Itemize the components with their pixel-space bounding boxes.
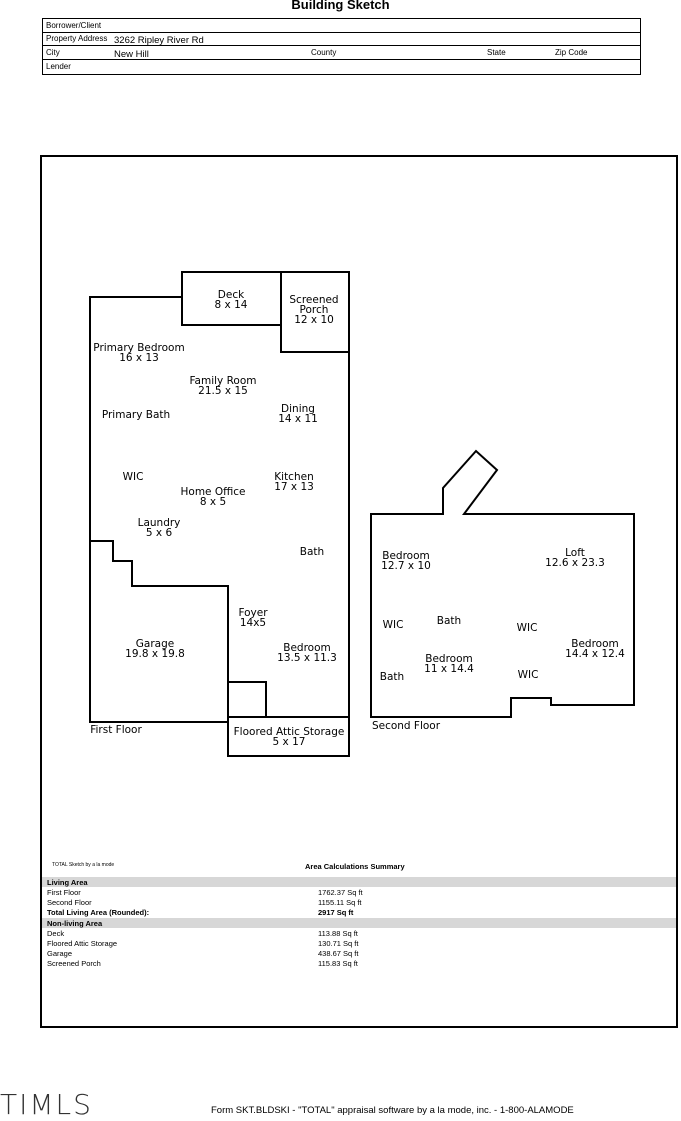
- room-label-primary-bedroom: 16 x 13: [119, 352, 159, 364]
- room-label-first: First Floor: [90, 724, 142, 736]
- city-value: New Hill: [114, 49, 149, 60]
- row-value: 2917 Sq ft: [318, 908, 354, 917]
- room-label-second: Second Floor: [371, 720, 441, 732]
- room-label-deck: 8 x 14: [214, 299, 248, 311]
- room-label-loft: 12.6 x 23.3: [545, 557, 605, 569]
- room-label-bedroom-s2: 11 x 14.4: [424, 663, 474, 675]
- room-label-primary-bedroom: Primary Bedroom: [93, 342, 185, 354]
- room-label-laundry: 5 x 6: [145, 527, 173, 539]
- property-header-box: Borrower/Client Property Address 3262 Ri…: [42, 18, 641, 75]
- lender-label: Lender: [46, 62, 71, 71]
- attic-outline: [227, 681, 350, 757]
- room-label-bedroom-s3: Bedroom: [571, 638, 619, 650]
- county-label: County: [311, 48, 337, 57]
- room-label-dining: 14 x 11: [278, 413, 318, 425]
- summary-row: Deck 113.88 Sq ft: [42, 928, 676, 938]
- room-label-garage: Garage: [135, 638, 175, 650]
- page-title: Building Sketch: [291, 0, 390, 12]
- second-floor-outline: [370, 449, 635, 718]
- room-label-screened-porch: Porch: [299, 304, 329, 316]
- address-label: Property Address: [46, 34, 108, 43]
- room-label-garage: 19.8 x 19.8: [125, 648, 185, 660]
- sketch-credit: TOTAL Sketch by a la mode: [52, 862, 115, 868]
- room-label-attic: Floored Attic Storage: [233, 726, 345, 738]
- row-name: Floored Attic Storage: [47, 939, 118, 948]
- room-label-bedroom-s1: Bedroom: [382, 550, 430, 562]
- room-label-home-office: Home Office: [180, 486, 246, 498]
- garage-wall: [90, 540, 229, 682]
- room-label-wic-s1: WIC: [382, 619, 404, 631]
- room-label-family-room: Family Room: [189, 375, 257, 387]
- city-label: City: [46, 48, 60, 57]
- room-label-laundry: Laundry: [137, 517, 181, 529]
- room-label-bedroom-s1: 12.7 x 10: [381, 560, 431, 572]
- living-area-header-label: Living Area: [47, 878, 88, 887]
- room-label-bath-s1: Bath: [436, 615, 462, 627]
- room-label-wic-first: WIC: [122, 471, 144, 483]
- room-label-bedroom-first: 13.5 x 11.3: [277, 652, 337, 664]
- summary-row: Floored Attic Storage 130.71 Sq ft: [42, 938, 676, 948]
- screened-porch-outline: [280, 271, 350, 353]
- row-name: Deck: [47, 929, 65, 938]
- nonliving-area-header-label: Non-living Area: [47, 919, 103, 928]
- room-label-dining: Dining: [281, 403, 315, 415]
- borrower-label: Borrower/Client: [46, 21, 102, 30]
- room-label-wic-s3: WIC: [517, 669, 539, 681]
- room-label-attic: 5 x 17: [272, 736, 306, 748]
- lender-row: Lender: [43, 60, 640, 73]
- row-value: 130.71 Sq ft: [318, 939, 359, 948]
- room-label-kitchen: Kitchen: [274, 471, 314, 483]
- room-label-bedroom-s2: Bedroom: [425, 653, 473, 665]
- row-name: Second Floor: [47, 898, 92, 907]
- living-area-header: Living Area: [42, 877, 676, 887]
- row-name: Garage: [47, 949, 73, 958]
- room-label-bath-s2: Bath: [379, 671, 405, 683]
- room-label-screened-porch: Screened: [289, 294, 339, 306]
- room-label-loft: Loft: [565, 547, 585, 559]
- room-label-foyer: 14x5: [239, 617, 267, 629]
- state-label: State: [487, 48, 506, 57]
- mls-logo: TIMLS: [0, 1088, 93, 1121]
- room-label-bath-first: Bath: [299, 546, 325, 558]
- city-row: City New Hill County State Zip Code: [43, 46, 640, 60]
- row-value: 438.67 Sq ft: [318, 949, 359, 958]
- room-label-home-office: 8 x 5: [199, 496, 227, 508]
- row-value: 113.88 Sq ft: [318, 929, 358, 938]
- summary-title: Area Calculations Summary: [305, 862, 405, 871]
- total-living-row: Total Living Area (Rounded): 2917 Sq ft: [42, 907, 676, 917]
- summary-row: Garage 438.67 Sq ft: [42, 948, 676, 958]
- row-name: Total Living Area (Rounded):: [47, 908, 150, 917]
- room-label-screened-porch: 12 x 10: [294, 314, 334, 326]
- nonliving-area-header: Non-living Area: [42, 918, 676, 928]
- room-label-primary-bath: Primary Bath: [101, 409, 171, 421]
- room-label-deck: Deck: [217, 289, 245, 301]
- room-label-foyer: Foyer: [238, 607, 268, 619]
- zip-label: Zip Code: [555, 48, 588, 57]
- row-name: Screened Porch: [47, 959, 101, 968]
- row-name: First Floor: [47, 888, 81, 897]
- address-value: 3262 Ripley River Rd: [114, 35, 204, 46]
- row-value: 1762.37 Sq ft: [318, 888, 363, 897]
- row-value: 1155.11 Sq ft: [318, 898, 362, 907]
- room-label-kitchen: 17 x 13: [274, 481, 314, 493]
- room-label-wic-s2: WIC: [516, 622, 538, 634]
- room-label-bedroom-s3: 14.4 x 12.4: [565, 648, 625, 660]
- sketch-frame: [40, 155, 678, 1028]
- address-row: Property Address 3262 Ripley River Rd: [43, 32, 640, 46]
- room-label-family-room: 21.5 x 15: [198, 385, 248, 397]
- borrower-row: Borrower/Client: [43, 19, 640, 33]
- summary-row: Second Floor 1155.11 Sq ft: [42, 897, 676, 907]
- row-value: 115.83 Sq ft: [318, 959, 358, 968]
- summary-row: Screened Porch 115.83 Sq ft: [42, 958, 676, 968]
- room-label-bedroom-first: Bedroom: [283, 642, 331, 654]
- summary-row: First Floor 1762.37 Sq ft: [42, 887, 676, 897]
- form-footer: Form SKT.BLDSKI - "TOTAL" appraisal soft…: [211, 1105, 574, 1116]
